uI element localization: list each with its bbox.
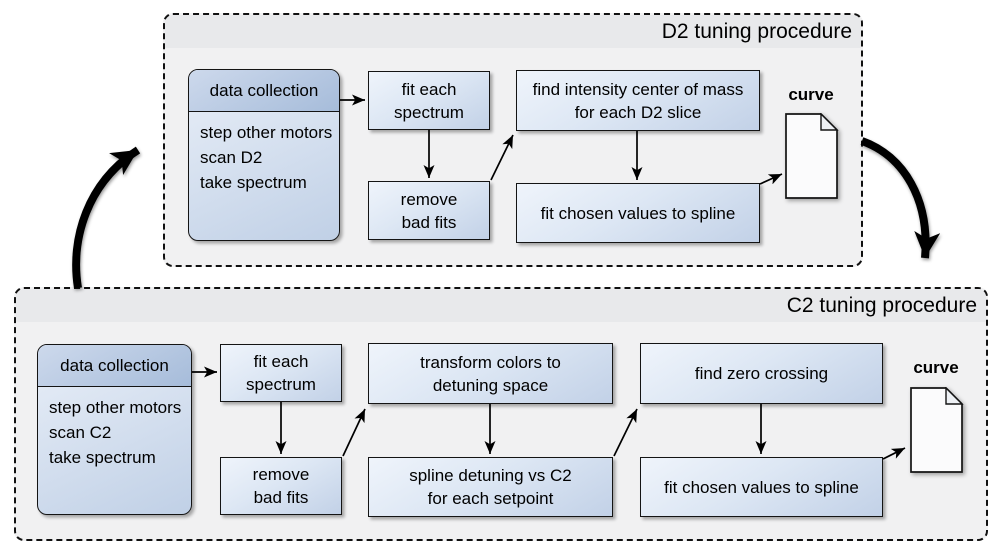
c2-fit-each-spectrum-node: fit each spectrum	[220, 344, 342, 402]
c2-data-collection-header: data collection	[38, 345, 191, 387]
arrow-c2-to-d2	[72, 146, 141, 289]
c2-data-collection-body: step other motors scan C2 take spectrum	[38, 387, 191, 478]
arrow-d2-to-c2	[860, 137, 941, 259]
node-label: for each D2 slice	[574, 102, 702, 122]
node-label: find zero crossing	[694, 364, 829, 383]
d2-curve-label: curve	[788, 85, 834, 104]
d2-group-title-strip	[165, 15, 861, 48]
c2-group: C2 tuning procedure data collection step…	[14, 287, 988, 541]
node-label: find intensity center of mass	[532, 79, 744, 99]
curve-document-icon	[910, 387, 964, 473]
node-label: bad fits	[253, 488, 309, 507]
d2-data-collection-body: step other motors scan D2 take spectrum	[189, 112, 339, 203]
node-label: spline detuning vs C2	[409, 466, 572, 485]
d2-group-title: D2 tuning procedure	[661, 20, 852, 43]
node-label: remove	[400, 189, 458, 209]
c2-transform-colors-node: transform colors to detuning space	[368, 343, 613, 404]
c2-find-zero-crossing-node: find zero crossing	[640, 343, 883, 404]
d2-fit-spline-node: fit chosen values to spline	[516, 183, 760, 243]
node-label: fit chosen values to spline	[664, 477, 859, 497]
node-label: fit each	[401, 79, 457, 99]
c2-collection-step: step other motors	[49, 398, 182, 417]
c2-data-collection-node: data collection step other motors scan C…	[37, 344, 192, 515]
d2-group: D2 tuning procedure data collection step…	[163, 13, 863, 267]
node-label: remove	[252, 465, 310, 484]
c2-collection-take: take spectrum	[49, 448, 156, 467]
node-label: transform colors to	[420, 352, 561, 372]
node-label: fit each	[253, 352, 309, 371]
d2-center-of-mass-node: find intensity center of mass for each D…	[516, 70, 760, 131]
node-label: detuning space	[432, 375, 549, 395]
d2-collection-scan: scan D2	[200, 148, 263, 167]
curve-document-icon	[785, 113, 839, 199]
node-label: fit chosen values to spline	[540, 203, 736, 223]
d2-collection-take: take spectrum	[200, 173, 307, 192]
c2-group-title: C2 tuning procedure	[786, 294, 977, 317]
c2-curve-label: curve	[913, 358, 959, 377]
c2-remove-bad-fits-node: remove bad fits	[220, 457, 342, 515]
d2-collection-step: step other motors	[200, 123, 333, 142]
node-label: spectrum	[246, 375, 316, 394]
c2-group-title-strip	[16, 289, 986, 322]
d2-data-collection-node: data collection step other motors scan D…	[188, 69, 340, 241]
d2-remove-bad-fits-node: remove bad fits	[368, 181, 490, 240]
node-label: for each setpoint	[427, 489, 554, 508]
node-label: spectrum	[394, 102, 464, 122]
c2-collection-scan: scan C2	[49, 423, 112, 442]
c2-fit-spline-node: fit chosen values to spline	[640, 457, 883, 517]
node-label: bad fits	[401, 212, 457, 232]
d2-fit-each-spectrum-node: fit each spectrum	[368, 71, 490, 130]
d2-data-collection-header: data collection	[189, 70, 339, 112]
c2-spline-detuning-node: spline detuning vs C2 for each setpoint	[368, 457, 613, 517]
